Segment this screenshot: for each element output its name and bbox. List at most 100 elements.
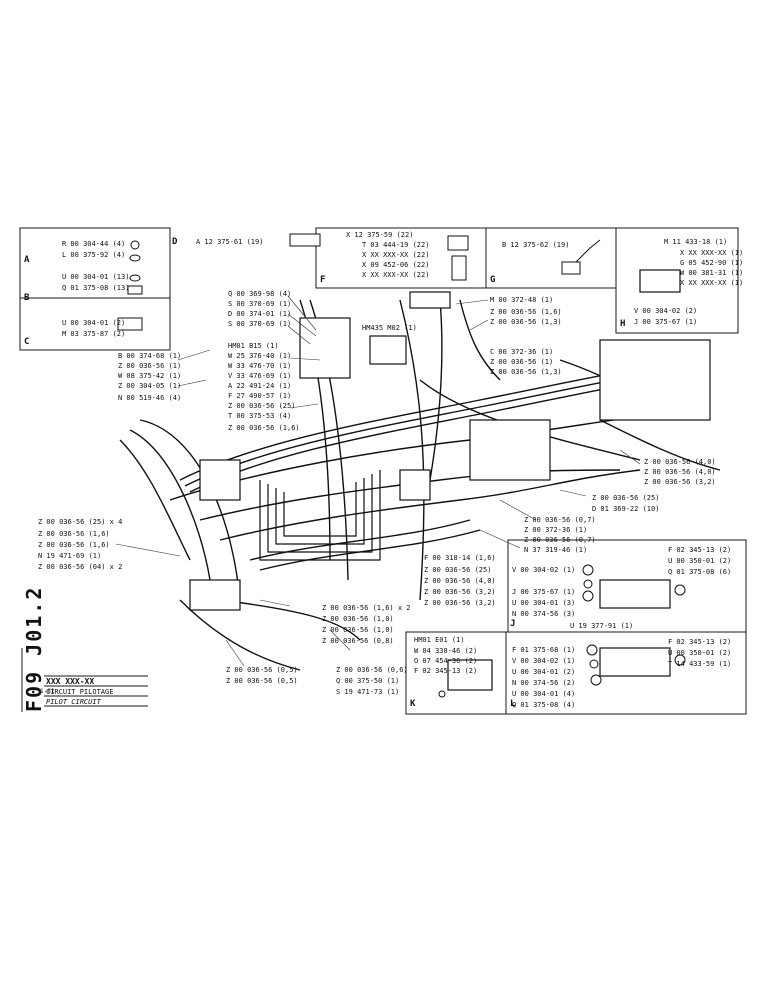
inset-j-line-2: U 00 350-01 (2) [668,557,732,565]
callout-q00-369-98: Q 00 369-98 (4) [228,290,292,298]
callout-z00-036-56-40b: Z 00 036-56 (4,0) [644,468,716,476]
callout-z00-036-56-a: Z 00 036-56 (1) [118,362,182,370]
callout-z00-036-56-40a: Z 00 036-56 (4,0) [644,458,716,466]
valve-bank-right [599,339,711,421]
callout-m00-372-48: M 00 372-48 (1) [490,296,554,304]
inset-k-line-4: F 02 345-13 (2) [414,667,478,675]
inset-h-line-6: V 00 304-02 (2) [634,307,698,315]
callout-z00-036-56-25: Z 00 036-56 (25) [228,402,296,410]
inset-frame-g [485,227,617,289]
callout-f27-490-57: F 27 490-57 (1) [228,392,292,400]
inset-frame-h [615,227,739,334]
inset-h-line-3: G 05 452-90 (1) [680,259,744,267]
callout-t00-375-53: T 00 375-53 (4) [228,412,292,420]
title-fr: CIRCUIT PILOTAGE [46,688,114,696]
callout-w08-375-42: W 08 375-42 (1) [118,372,182,380]
callout-z00-036-56-06: Z 00 036-56 (0,6) [336,666,408,674]
valve-block-center [299,317,351,379]
box-letter-k: K [410,699,416,709]
inset-f-line-3: X XX XXX-XX (22) [362,251,430,259]
pilot-block-k [399,469,431,501]
inset-l-line-3: U 00 304-01 (2) [512,668,576,676]
callout-z00-036-56-32b: Z 00 036-56 (3,2) [424,588,496,596]
inset-c-line-2: M 03 375-87 (2) [62,330,126,338]
inset-h-line-7: J 00 375-67 (1) [634,318,698,326]
small-note: 1-81 [40,688,55,695]
inset-j-line-7: N 00 374-56 (3) [512,610,576,618]
inset-l-line-2: V 00 304-02 (1) [512,657,576,665]
inset-f-line-4: X 09 452-06 (22) [362,261,430,269]
callout-z00-036-56-10b: Z 00 036-56 (1,0) [322,626,394,634]
callout-s00-370-69-b: S 00 370-69 (1) [228,320,292,328]
callout-c00-372-36: C 00 372-36 (1) [490,348,554,356]
block-m00 [409,291,451,309]
inset-j-line-6: U 00 304-01 (3) [512,599,576,607]
inset-h-line-5: X XX XXX-XX (1) [680,279,744,287]
callout-z00-304-05: Z 00 304-05 (1) [118,382,182,390]
inset-f-line-1: X 12 375-59 (22) [346,231,414,239]
callout-n00-519-46: N 00 519-46 (4) [118,394,182,402]
inset-k-line-2: W 04 338-46 (2) [414,647,478,655]
callout-z00-036-56-25c: Z 00 036-56 (25) [424,566,492,574]
box-letter-f: F [320,275,326,285]
callout-z00-036-56-13b: Z 00 036-56 (1,3) [490,368,562,376]
callout-z00-036-56-32a: Z 00 036-56 (3,2) [644,478,716,486]
inset-j-line-4: V 00 304-02 (1) [512,566,576,574]
callout-z00-036-56-07b: Z 00 036-56 (0,7) [524,536,596,544]
inset-l-line-5: U 00 304-01 (4) [512,690,576,698]
callout-s19-471-73: S 19 471-73 (1) [336,688,400,696]
callout-z00-036-56-04x2: Z 00 036-56 (04) x 2 [38,563,123,571]
callout-z00-036-56-16b: Z 00 036-56 (1,6) [490,308,562,316]
callout-f00-318-14: F 00 318-14 (1,6) [424,554,496,562]
box-letter-l: L [510,699,516,709]
inset-f-line-2: T 03 444-19 (22) [362,241,430,249]
inset-a-line-2: L 00 375-92 (4) [62,251,126,259]
box-letter-h: H [620,319,626,329]
manifold-l [599,647,671,677]
box-letter-a: A [24,255,30,265]
left-block-2 [189,579,241,611]
left-block-1 [199,459,241,501]
box-letter-b: B [24,293,30,303]
callout-d01-369-22: D 01 369-22 (10) [592,505,660,513]
callout-hm435-m02: HM435 M02 (1) [362,324,417,332]
reference-number: XXX XXX-XX [46,677,95,686]
title-en: PILOT CIRCUIT [46,698,101,706]
callout-z00-036-56-08: Z 00 036-56 (0,8) [322,637,394,645]
callout-z00-036-56-40c: Z 00 036-56 (4,0) [424,577,496,585]
inset-j-line-1: F 02 345-13 (2) [668,546,732,554]
callout-z00-036-56-32c: Z 00 036-56 (3,2) [424,599,496,607]
fitting-h [639,269,681,293]
block-k-inset [447,659,493,691]
manifold-j [599,579,671,609]
callout-z00-036-56-10a: Z 00 036-56 (1,0) [322,615,394,623]
callout-hm01-b15: HM01 B15 (1) [228,342,279,350]
inset-l-line-4: N 00 374-56 (2) [512,679,576,687]
inset-h-line-2: X XX XXX-XX (1) [680,249,744,257]
inset-j-line-8: U 19 377-91 (1) [570,622,634,630]
callout-z00-036-56-05a: Z 00 036-56 (0,5) [226,666,298,674]
callout-n19-471-69: N 19 471-69 (1) [38,552,102,560]
box-letter-j: J [510,619,516,629]
inset-j-line-5: J 00 375-67 (1) [512,588,576,596]
callout-q00-375-50: Q 00 375-50 (1) [336,677,400,685]
callout-z00-036-56-1: Z 00 036-56 (1) [490,358,554,366]
callout-z00-036-56-05b: Z 00 036-56 (0,5) [226,677,298,685]
inset-b-line-1: U 00 304-01 (13) [62,273,130,281]
inset-l-line-8: U 00 350-01 (2) [668,649,732,657]
inset-l-line-1: F 01 375-68 (1) [512,646,576,654]
inset-l-line-6: Q 01 375-08 (4) [512,701,576,709]
inset-h-line-1: M 11 433-18 (1) [664,238,728,246]
callout-z00-036-56-16x2: Z 00 036-56 (1,6) x 2 [322,604,411,612]
inset-l-line-9: T 14 433-59 (1) [668,660,732,668]
box-letter-c: C [24,337,30,347]
inset-h-line-4: W 00 381-31 (1) [680,269,744,277]
inset-frame-c [19,297,171,351]
inset-j-line-3: Q 01 375-08 (6) [668,568,732,576]
inset-d-line-1: A 12 375-61 (19) [196,238,264,246]
callout-w33-476-70: W 33 476-70 (1) [228,362,292,370]
callout-n37-319-46: N 37 319-46 (1) [524,546,588,554]
inset-f-line-5: X XX XXX-XX (22) [362,271,430,279]
callout-z00-036-56-16d: Z 00 036-56 (1,6) [38,541,110,549]
